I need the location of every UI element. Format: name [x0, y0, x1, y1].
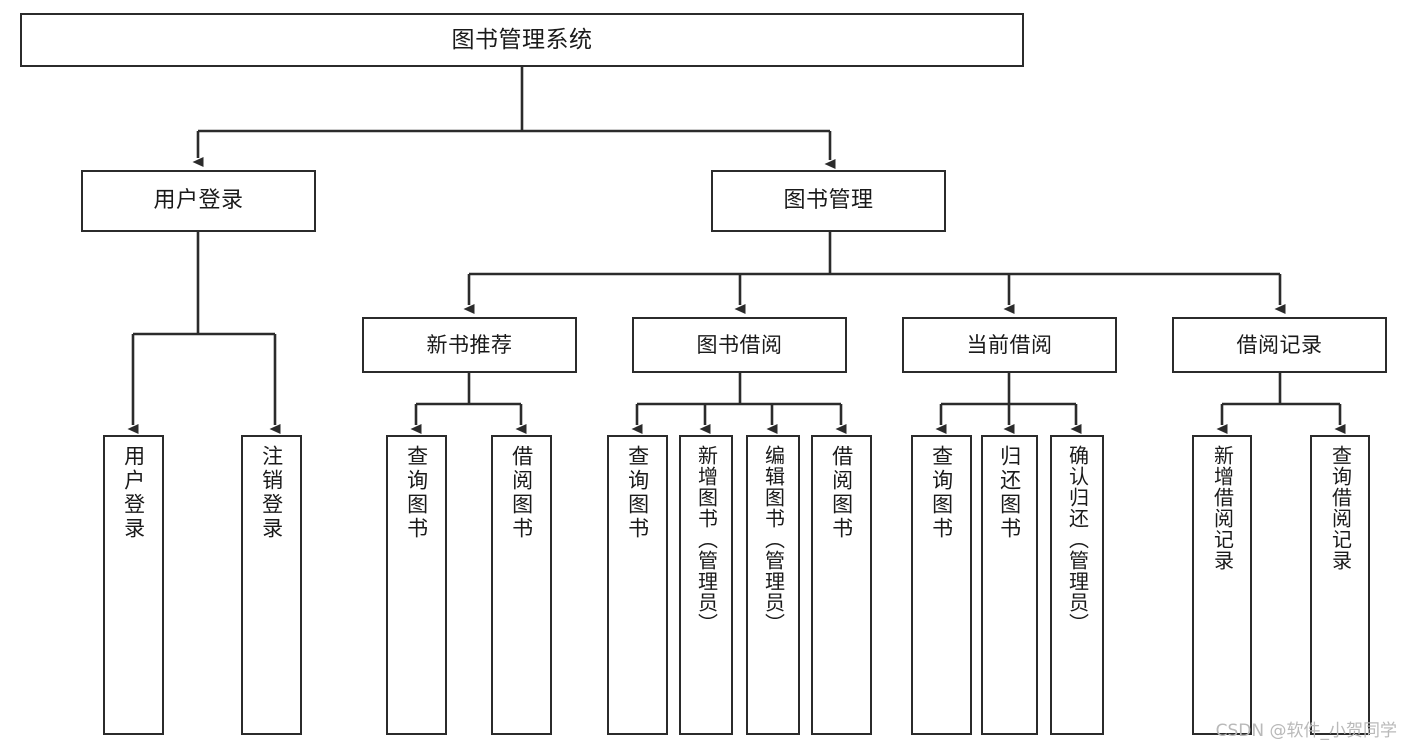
node-label: 借阅记录	[1236, 332, 1323, 357]
node-label: 图书借阅	[696, 332, 783, 357]
leaf-current-borrow-confirm-return[interactable]: 确认归还（管理员）	[1050, 435, 1104, 735]
node-label: 查询图书	[929, 445, 954, 541]
csdn-watermark: CSDN @软件_小贺同学	[1215, 721, 1397, 741]
node-label: 查询图书	[404, 445, 429, 541]
leaf-user-login-login[interactable]: 用户登录	[103, 435, 164, 735]
node-label: 确认归还（管理员）	[1065, 445, 1090, 634]
leaf-new-book-query[interactable]: 查询图书	[386, 435, 447, 735]
node-label: 新增图书（管理员）	[694, 445, 719, 634]
leaf-borrow-record-add[interactable]: 新增借阅记录	[1192, 435, 1252, 735]
node-label: 编辑图书（管理员）	[761, 445, 786, 634]
leaf-new-book-borrow[interactable]: 借阅图书	[491, 435, 552, 735]
node-label: 用户登录	[153, 188, 244, 214]
leaf-borrow-record-query[interactable]: 查询借阅记录	[1310, 435, 1370, 735]
node-label: 当前借阅	[966, 332, 1053, 357]
node-book-borrow[interactable]: 图书借阅	[632, 317, 847, 373]
node-current-borrow[interactable]: 当前借阅	[902, 317, 1117, 373]
node-label: 查询借阅记录	[1328, 445, 1353, 571]
node-label: 用户登录	[121, 445, 146, 541]
node-label: 图书管理系统	[451, 26, 593, 53]
node-user-login[interactable]: 用户登录	[81, 170, 316, 232]
leaf-current-borrow-query[interactable]: 查询图书	[911, 435, 972, 735]
node-label: 注销登录	[259, 445, 284, 541]
node-label: 借阅图书	[509, 445, 534, 541]
node-new-book-recommend[interactable]: 新书推荐	[362, 317, 577, 373]
node-label: 借阅图书	[829, 445, 854, 541]
leaf-book-borrow-borrow[interactable]: 借阅图书	[811, 435, 872, 735]
node-borrow-record[interactable]: 借阅记录	[1172, 317, 1387, 373]
node-label: 新书推荐	[426, 332, 513, 357]
leaf-current-borrow-return[interactable]: 归还图书	[981, 435, 1038, 735]
node-root-system[interactable]: 图书管理系统	[20, 13, 1024, 67]
node-label: 归还图书	[997, 445, 1022, 541]
leaf-book-borrow-edit[interactable]: 编辑图书（管理员）	[746, 435, 800, 735]
leaf-book-borrow-add[interactable]: 新增图书（管理员）	[679, 435, 733, 735]
node-label: 新增借阅记录	[1210, 445, 1235, 571]
leaf-user-login-logout[interactable]: 注销登录	[241, 435, 302, 735]
node-label: 图书管理	[783, 188, 874, 214]
leaf-book-borrow-query[interactable]: 查询图书	[607, 435, 668, 735]
node-book-management[interactable]: 图书管理	[711, 170, 946, 232]
node-label: 查询图书	[625, 445, 650, 541]
